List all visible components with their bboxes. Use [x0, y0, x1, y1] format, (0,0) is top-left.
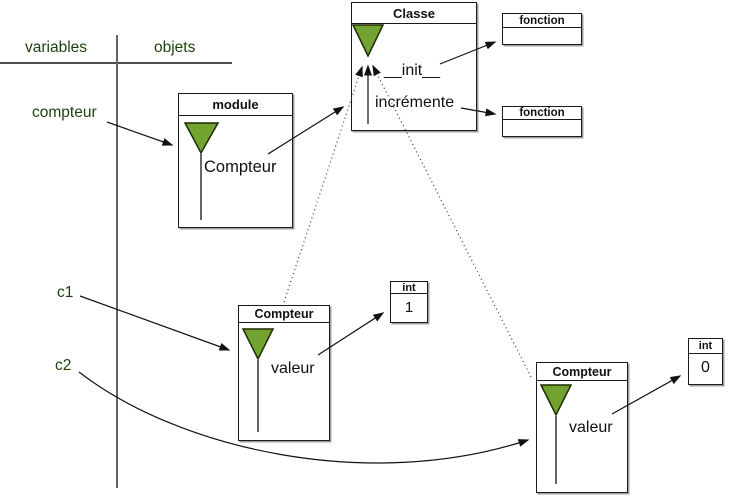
module-reference-label: Compteur — [204, 158, 277, 176]
int1-value: 1 — [404, 298, 414, 316]
classe-method-init: __init__ — [384, 62, 441, 79]
int1-box: int 1 — [390, 281, 428, 323]
int2-value: 0 — [701, 359, 710, 376]
variable-label-c1: c1 — [57, 284, 74, 301]
arrow-compteur-to-module — [106, 121, 174, 146]
fonction-box-top: fonction — [502, 13, 582, 45]
arrow-c1-to-instance1 — [79, 295, 231, 351]
instance2-attribute-label: valeur — [569, 419, 613, 436]
column-label-objets: objets — [154, 39, 196, 56]
fonction-box-bottom-title: fonction — [503, 107, 581, 120]
instance1-box-title: Compteur — [239, 306, 329, 323]
fonction-box-bottom: fonction — [502, 106, 582, 137]
instance1-attribute-label: valeur — [271, 360, 315, 377]
int2-box-title: int — [689, 339, 722, 354]
classe-method-incremente: incrémente — [375, 94, 455, 111]
int1-box-title: int — [391, 282, 427, 294]
variable-label-compteur: compteur — [32, 104, 97, 121]
instance2-box-title: Compteur — [537, 363, 627, 381]
module-box-title: module — [179, 94, 292, 116]
column-label-variables: variables — [25, 39, 88, 56]
classe-box-title: Classe — [352, 3, 476, 24]
variable-label-c2: c2 — [55, 357, 72, 374]
fonction-box-top-title: fonction — [503, 14, 581, 28]
int2-box: int 0 — [688, 338, 723, 385]
